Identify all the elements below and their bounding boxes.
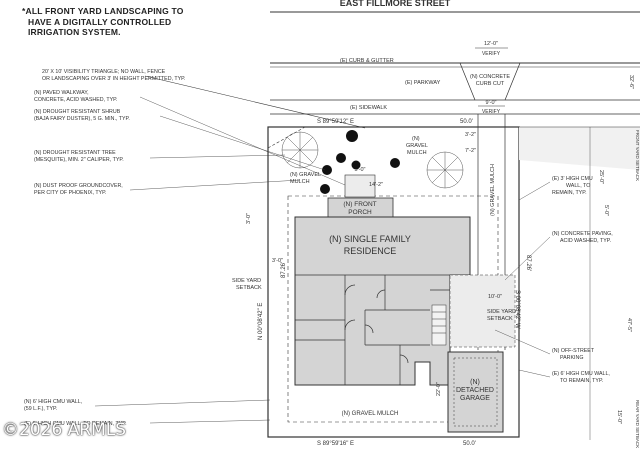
fairy-duster-shrubs <box>320 130 400 194</box>
gravel-mulch-top: MULCH <box>407 150 427 156</box>
callout-shrub: (N) DROUGHT RESISTANT SHRUB <box>34 109 121 115</box>
walkway <box>344 174 376 198</box>
curb-cut-label: CURB CUT <box>476 81 505 87</box>
garage-label: GARAGE <box>460 395 490 402</box>
mesquite-tree <box>281 131 319 169</box>
dim-9: 9'-0" <box>486 100 497 106</box>
front-porch-label: (N) FRONT <box>343 201 376 208</box>
gravel-mulch-top: GRAVEL <box>406 143 428 149</box>
callout-shrub: (BAJA FAIRY DUSTER), 5 G. MIN., TYP. <box>34 116 130 122</box>
garage-label: (N) <box>470 379 480 386</box>
callout-visibility: OR LANDSCAPING OVER 3' IN HEIGHT PERMITT… <box>42 76 185 82</box>
dim-5b: 5'-0" <box>603 205 609 216</box>
dim-15: 15'-0" <box>616 410 622 424</box>
callout-paving: (N) CONCRETE PAVING, <box>552 231 613 237</box>
garage-label: DETACHED <box>456 387 494 394</box>
irrigation-note: *ALL FRONT YARD LANDSCAPING TO HAVE A DI… <box>22 6 222 38</box>
curb-cut-label: (N) CONCRETE <box>470 74 510 80</box>
dim-14: 14'-2" <box>369 182 383 188</box>
bearing-top: S 89°59'12" E <box>317 119 354 125</box>
gravel-mulch-left: MULCH <box>290 179 310 185</box>
callout-6ft-wall: TO REMAIN, TYP. <box>560 378 603 384</box>
callout-parking: PARKING <box>560 355 583 361</box>
visibility-area <box>519 127 640 170</box>
front-yard-setback: FRONT YARD SETBACK <box>635 130 640 181</box>
dim-47: 47'-5" <box>626 318 632 332</box>
right-callouts: (E) 3' HIGH CMU WALL, TO REMAIN, TYP. (N… <box>494 176 613 384</box>
concrete-paving <box>449 274 516 348</box>
callout-groundcover: PER CITY OF PHOENIX, TYP. <box>34 190 106 196</box>
side-walkway <box>431 304 447 346</box>
watermark: ©2026 ARMLS <box>2 420 127 440</box>
gravel-mulch-bottom: (N) GRAVEL MULCH <box>342 411 399 417</box>
verify-bottom: VERIFY <box>482 109 501 115</box>
callout-3ft-wall: WALL, TO <box>566 183 590 189</box>
dim-12: 12'-0" <box>484 41 498 47</box>
visibility-triangle <box>267 126 306 149</box>
callout-6ft-wall: (E) 6' HIGH CMU WALL, <box>552 371 610 377</box>
callout-3ft-wall: REMAIN, TYP. <box>552 190 587 196</box>
curb-cut-flare-right <box>504 62 521 101</box>
side-setback-left: SETBACK <box>236 285 262 291</box>
bearing-bottom: S 89°59'16" E <box>317 441 354 447</box>
note-line: IRRIGATION SYSTEM. <box>28 27 121 37</box>
side-setback-left: SIDE YARD <box>232 278 261 284</box>
callout-walkway: (N) PAVED WALKWAY, <box>34 90 89 96</box>
bearing-right: S 00°08'42" W <box>514 290 520 329</box>
detached-garage <box>447 351 504 433</box>
callout-visibility: 20' X 10' VISIBILITY TRIANGLE; NO WALL, … <box>42 69 166 75</box>
dim-3b: 3'-0" <box>272 258 283 264</box>
callout-groundcover: (N) DUST PROOF GROUNDCOVER, <box>34 183 123 189</box>
sidewalk-label: (E) SIDEWALK <box>350 105 387 111</box>
bearing-left-dist: 87.26' <box>281 262 287 278</box>
property-line <box>267 126 520 438</box>
curb-cut-flare-left <box>459 62 476 101</box>
front-porch-label: PORCH <box>348 209 372 216</box>
dim-3-2: 3'-2" <box>465 132 476 138</box>
callout-3ft-wall: (E) 3' HIGH CMU <box>552 176 593 182</box>
dim-3a: 3'-0" <box>246 213 252 224</box>
verify-top: VERIFY <box>482 51 501 57</box>
bearing-right-dist: 87.26' <box>525 255 531 271</box>
callout-paving: ACID WASHED, TYP. <box>560 238 611 244</box>
mesquite-tree <box>426 151 464 189</box>
gravel-mulch-left: (N) GRAVEL <box>290 172 321 178</box>
parkway-label: (E) PARKWAY <box>405 80 441 86</box>
callout-parking: (N) OFF-STREET <box>552 348 595 354</box>
residence-label: RESIDENCE <box>344 246 397 256</box>
dim-25: 25'-0" <box>598 170 604 184</box>
bearing-left: N 00°08'42" E <box>258 303 264 340</box>
dim-7-2: 7'-2" <box>465 148 476 154</box>
rear-yard-setback: REAR YARD SETBACK <box>635 400 640 448</box>
callout-tree: (MESQUITE), MIN. 2" CALIPER, TYP. <box>34 157 124 163</box>
gravel-mulch-top: (N) <box>412 136 420 142</box>
dim-5a: 5'-0" <box>355 167 366 173</box>
leader-visibility <box>144 75 366 129</box>
callout-tree: (N) DROUGHT RESISTANT TREE <box>34 150 116 156</box>
gravel-mulch-vert: (N) GRAVEL MULCH <box>490 164 496 216</box>
street-name: EAST FILLMORE STREET <box>340 0 451 8</box>
curb-gutter-label: (E) CURB & GUTTER <box>340 58 394 64</box>
note-line: HAVE A DIGITALLY CONTROLLED <box>28 16 172 27</box>
dim-10: 10'-0" <box>488 294 502 300</box>
side-setback-right: SIDE YARD <box>487 309 516 315</box>
left-callouts: 20' X 10' VISIBILITY TRIANGLE; NO WALL, … <box>24 69 346 427</box>
callout-new-wall: (59 L.F.), TYP. <box>24 406 57 412</box>
bearing-bottom-dist: 50.0' <box>463 441 476 447</box>
callout-new-wall: (N) 6' HIGH CMU WALL, <box>24 399 82 405</box>
side-setback-right: SETBACK <box>487 316 513 322</box>
dim-32: 32'-6" <box>628 75 634 89</box>
callout-existing-wall: (E) 6' HIGH CMU WALL, TO REMAIN, TYP. <box>24 421 127 427</box>
note-line: *ALL FRONT YARD LANDSCAPING TO <box>22 6 184 16</box>
garage-inner <box>453 357 498 427</box>
callout-walkway: CONCRETE, ACID WASHED, TYP. <box>34 97 118 103</box>
residence-label: (N) SINGLE FAMILY <box>329 234 411 244</box>
interior-walls <box>295 274 450 385</box>
dim-22: 22'-0" <box>436 382 442 396</box>
bearing-top-dist: 50.0' <box>460 119 473 125</box>
residence-footprint <box>294 216 471 386</box>
